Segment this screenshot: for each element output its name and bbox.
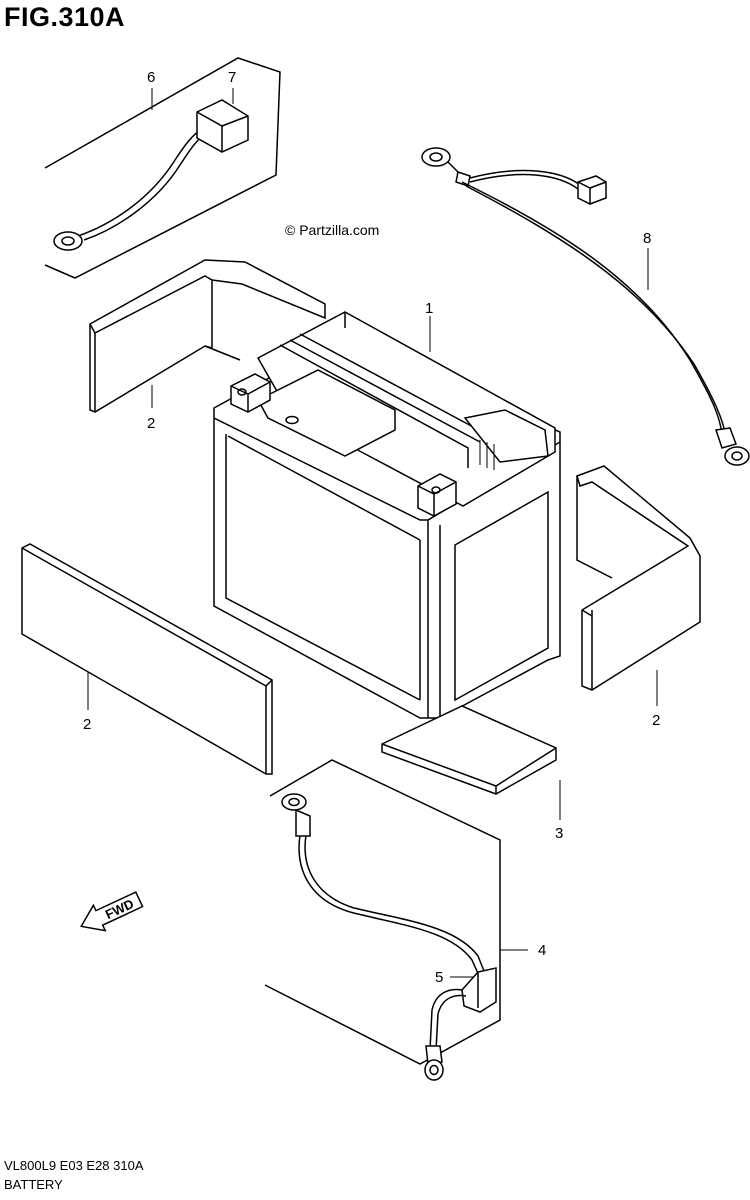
footer-diagram-name: BATTERY [4,1177,63,1192]
battery-1 [213,311,561,719]
battery-pad-2-lower-left [21,543,273,775]
callout-2-lower-left: 2 [83,716,91,733]
watermark-text: © Partzilla.com [285,222,379,238]
callout-1: 1 [425,300,433,317]
battery-cable-4-group [264,759,501,1081]
forward-direction-arrow: FWD [80,891,144,932]
fwd-label: FWD [103,896,136,922]
callout-4: 4 [538,942,546,959]
callout-8: 8 [643,230,651,247]
callout-5: 5 [435,969,443,986]
battery-pad-3 [381,705,557,795]
wire-harness-6-group [44,57,281,279]
battery-pad-2-right [576,465,701,691]
leader-lines [87,88,658,978]
callout-2-upper-left: 2 [147,415,155,432]
connector-cap-7 [196,99,249,153]
footer-diagram-code: VL800L9 E03 E28 310A [4,1158,144,1173]
battery-pad-2-upper-left [89,259,326,413]
callout-7: 7 [228,69,236,86]
callout-3: 3 [555,825,563,842]
figure-title: FIG.310A [4,2,126,32]
wire-harness-8 [421,147,750,466]
callout-labels: 1 2 2 2 3 4 5 6 7 8 [83,69,660,986]
callout-6: 6 [147,69,155,86]
callout-2-right: 2 [652,712,660,729]
